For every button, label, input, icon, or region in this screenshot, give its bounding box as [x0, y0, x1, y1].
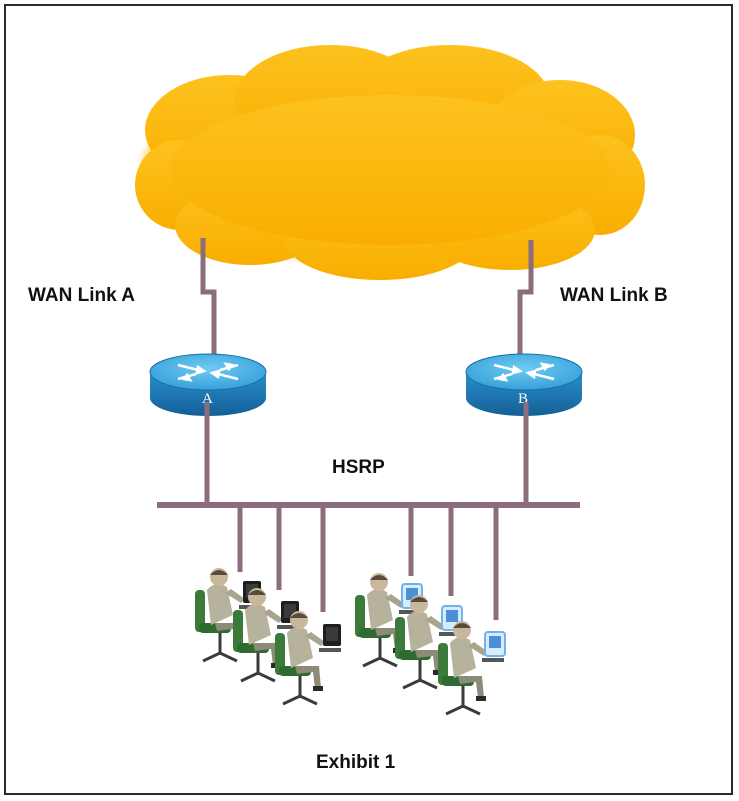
hsrp-label: HSRP — [332, 457, 385, 478]
exhibit-caption: Exhibit 1 — [316, 752, 396, 773]
workstation-user-icon — [233, 588, 299, 683]
wan-link-a-label: WAN Link A — [28, 285, 135, 306]
router-b-label: B — [518, 391, 528, 407]
workstation-user-icon — [438, 621, 506, 716]
router-a-label: A — [202, 391, 213, 407]
workstation-user-icon — [275, 611, 341, 706]
workstation-users — [195, 568, 506, 716]
router-b-icon — [465, 353, 583, 416]
wan-link-b-label: WAN Link B — [560, 285, 668, 306]
router-a-icon — [149, 353, 267, 416]
exhibit-frame — [4, 4, 733, 795]
wan-cloud-icon — [135, 45, 645, 280]
workstation-user-icon — [395, 595, 463, 690]
wan-link-b-line — [517, 240, 534, 356]
wan-link-a-line — [200, 238, 217, 355]
workstation-drops — [237, 505, 499, 620]
